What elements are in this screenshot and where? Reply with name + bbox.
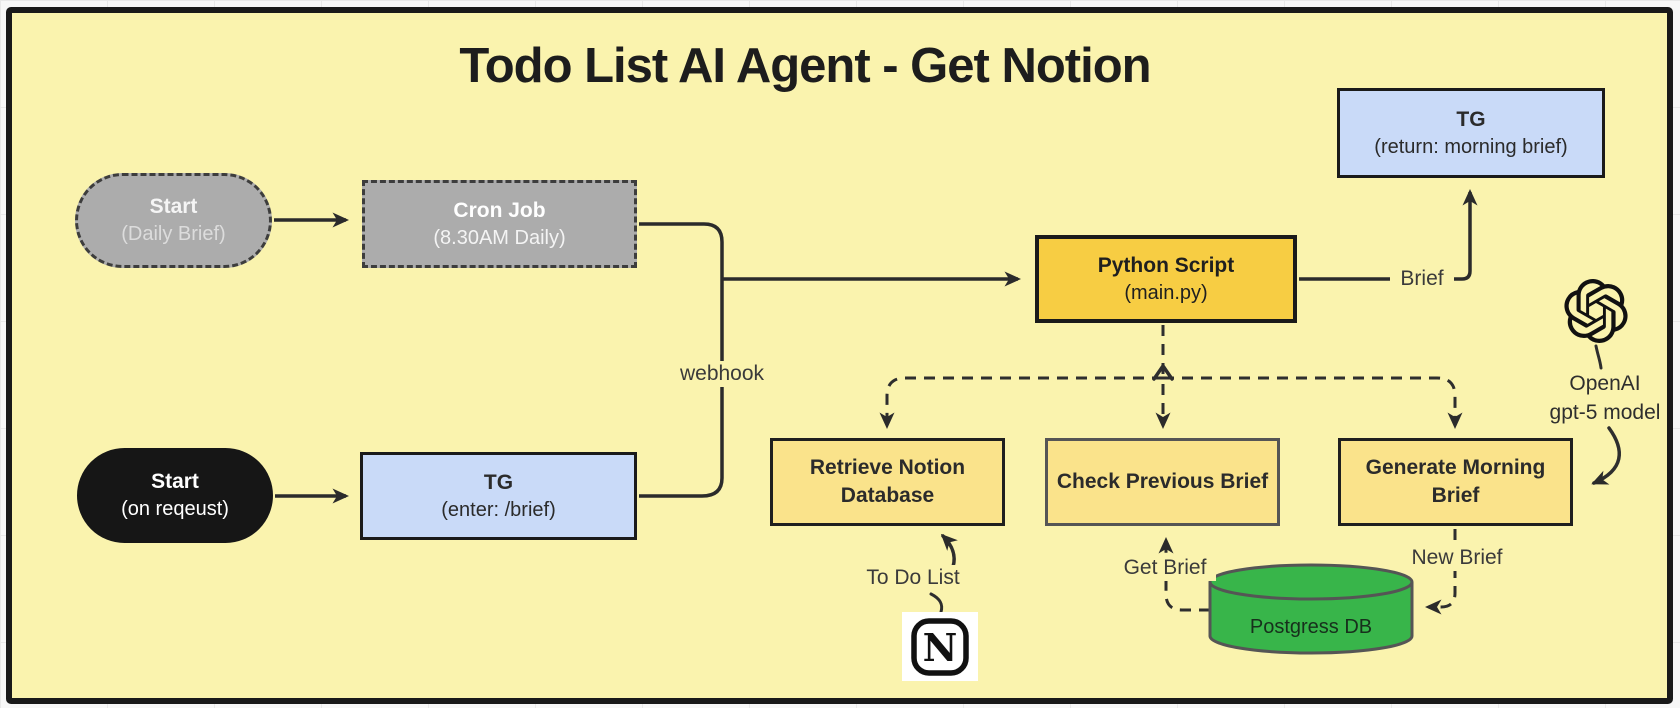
node-retrieve-notion: Retrieve Notion Database [770, 438, 1005, 526]
node-tg-enter-subtitle: (enter: /brief) [441, 498, 556, 521]
node-check-previous: Check Previous Brief [1045, 438, 1280, 526]
node-cron-job: Cron Job (8.30AM Daily) [362, 180, 637, 268]
node-start-request-subtitle: (on reqeust) [121, 498, 229, 521]
node-generate-morning-title: Generate Morning Brief [1365, 455, 1546, 507]
svg-text:N: N [923, 625, 958, 670]
node-cron-job-title: Cron Job [453, 198, 546, 222]
node-start-daily-title: Start [149, 195, 198, 219]
node-tg-return-title: TG [1456, 107, 1486, 131]
node-python-script: Python Script (main.py) [1035, 235, 1297, 323]
edge-label-get-brief: Get Brief [1114, 555, 1216, 581]
edge-label-to-do-list: To Do List [856, 565, 970, 591]
node-start-request-title: Start [151, 470, 199, 494]
node-tg-enter-title: TG [483, 470, 514, 494]
node-start-daily-subtitle: (Daily Brief) [121, 223, 226, 246]
openai-logo-icon [1564, 279, 1628, 343]
node-generate-morning: Generate Morning Brief [1338, 438, 1573, 526]
node-tg-return: TG (return: morning brief) [1337, 88, 1605, 178]
node-tg-enter: TG (enter: /brief) [360, 452, 637, 540]
node-start-request: Start (on reqeust) [77, 448, 273, 543]
node-tg-return-subtitle: (return: morning brief) [1374, 135, 1568, 158]
node-python-script-subtitle: (main.py) [1124, 281, 1208, 304]
node-cron-job-subtitle: (8.30AM Daily) [433, 226, 566, 249]
node-start-daily: Start (Daily Brief) [75, 173, 272, 268]
node-check-previous-title: Check Previous Brief [1056, 469, 1269, 493]
gpt5-caption: gpt-5 model [1549, 401, 1661, 424]
edge-label-brief: Brief [1390, 266, 1454, 292]
node-retrieve-notion-title: Retrieve Notion Database [809, 455, 966, 507]
edge-label-webhook: webhook [664, 361, 780, 387]
openai-caption: OpenAI [1569, 372, 1641, 395]
edge-label-new-brief: New Brief [1404, 545, 1510, 571]
diagram-title: Todo List AI Agent - Get Notion [459, 39, 1151, 93]
node-python-script-title: Python Script [1097, 253, 1235, 277]
notion-logo-icon: N [902, 612, 978, 681]
database-label: Postgress DB [1249, 616, 1373, 638]
